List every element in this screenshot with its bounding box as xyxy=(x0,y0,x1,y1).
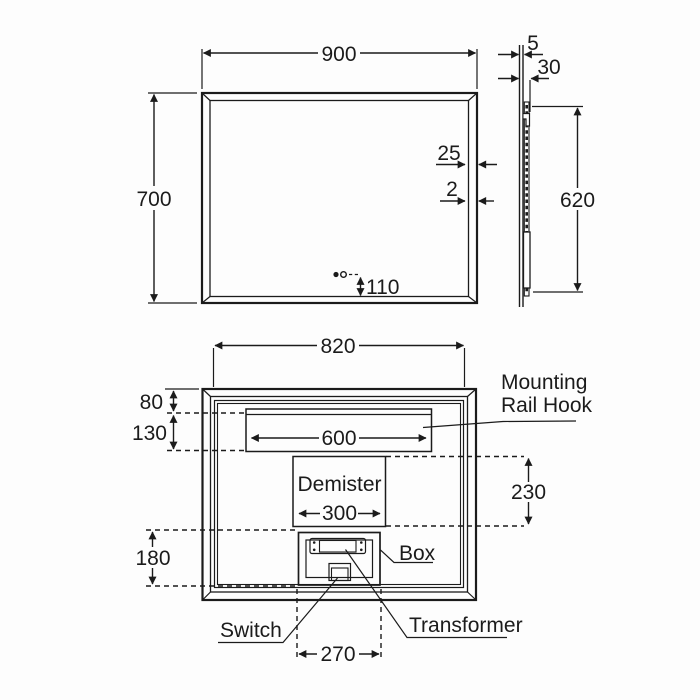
box-outline-inner xyxy=(305,539,374,579)
transformer-screw-icon xyxy=(360,541,363,544)
label-mounting-rail-hook: Mounting Rail Hook xyxy=(422,371,593,429)
demister: Demister 300 xyxy=(292,455,387,528)
dim-text-900: 900 xyxy=(321,43,356,66)
box-leader xyxy=(380,549,433,564)
transformer-body xyxy=(318,539,357,553)
transformer-screw-icon xyxy=(312,548,316,552)
dim-2: 2 xyxy=(440,178,494,205)
dim-25: 25 xyxy=(436,142,497,169)
dim-text-270: 270 xyxy=(320,643,355,666)
dim-180-gap xyxy=(136,547,170,568)
dim-620-gap xyxy=(559,188,596,210)
dim-text-620: 620 xyxy=(560,189,595,212)
dim-text-30: 30 xyxy=(537,56,560,79)
dim-900-gap xyxy=(318,42,360,63)
front-frame-outer xyxy=(200,91,479,305)
side-back-panel xyxy=(523,101,530,297)
mounting-rail-outline xyxy=(245,408,433,453)
extension-lines-620 xyxy=(532,105,583,293)
demister-label: Demister xyxy=(297,473,381,496)
switch-ring-icon xyxy=(340,271,348,279)
front-bevel-corners xyxy=(201,92,478,304)
transformer-outline xyxy=(309,537,367,555)
dim-700: 700 xyxy=(136,92,197,304)
extension-lines-900 xyxy=(201,49,478,89)
front-frame-bevel xyxy=(209,99,470,298)
dim-text-180: 180 xyxy=(135,547,170,570)
side-hook-profile xyxy=(523,112,531,127)
dim-700-gap xyxy=(138,186,170,210)
dim-text-700: 700 xyxy=(136,188,171,211)
side-box-profile xyxy=(522,231,531,289)
label-switch: Switch xyxy=(218,577,338,644)
dim-820: 820 xyxy=(212,335,466,387)
dim-80-130: 80 130 xyxy=(132,388,246,452)
mounting-rail-hook-leader xyxy=(422,420,577,429)
dim-text-600: 600 xyxy=(321,427,356,450)
dim-230-gap xyxy=(511,482,546,502)
transformer-screw-icon xyxy=(360,548,363,552)
dim-5: 5 xyxy=(498,32,543,59)
back-view: 600 820 80 130 Demister 300 xyxy=(132,335,593,666)
mounting-rail: 600 xyxy=(245,408,433,453)
dim-text-820: 820 xyxy=(320,335,355,358)
switch-label: Switch xyxy=(220,619,282,642)
dim-300-gap xyxy=(320,504,358,523)
dim-620: 620 xyxy=(532,105,596,293)
switch-dot-icon xyxy=(333,271,339,278)
back-frame-outer xyxy=(201,387,478,602)
transformer-label: Transformer xyxy=(409,614,523,637)
dim-180: 180 xyxy=(135,529,296,587)
transformer-screw-icon xyxy=(312,541,316,544)
electrical-box xyxy=(297,531,381,586)
dim-text-130: 130 xyxy=(132,422,167,445)
dim-600-gap xyxy=(319,428,359,447)
transformer-leader xyxy=(345,549,507,639)
dim-820-gap xyxy=(317,335,359,356)
box-label: Box xyxy=(399,542,436,565)
mounting-rail-hook-label-line2: Rail Hook xyxy=(501,394,593,417)
dim-900: 900 xyxy=(201,42,478,89)
back-bevel-corners xyxy=(202,388,477,601)
dim-text-5: 5 xyxy=(527,32,539,55)
extension-lines-820 xyxy=(212,348,466,387)
dim-text-230: 230 xyxy=(511,481,546,504)
mounting-rail-hook-label-line1: Mounting xyxy=(501,371,587,394)
switch-position-indicator: 110 xyxy=(333,271,399,299)
back-frame-bevel xyxy=(209,395,469,593)
front-view: 900 700 25 2 110 xyxy=(136,42,497,305)
dim-text-80: 80 xyxy=(140,391,163,414)
dim-270-gap xyxy=(317,644,359,664)
side-view: 5 30 620 xyxy=(498,32,596,307)
switch-body xyxy=(330,567,349,582)
dim-text-110: 110 xyxy=(366,276,399,299)
back-panel-outer xyxy=(213,399,465,589)
side-glass-profile xyxy=(518,45,524,307)
dim-text-2: 2 xyxy=(446,178,458,201)
box-outline-outer xyxy=(297,531,381,586)
label-transformer: Transformer xyxy=(345,549,523,639)
dim-text-25: 25 xyxy=(437,142,460,165)
dim-text-300: 300 xyxy=(322,502,357,525)
dim-30: 30 xyxy=(498,56,561,112)
dim-230: 230 xyxy=(386,455,546,527)
extension-lines-700 xyxy=(148,92,197,304)
label-box: Box xyxy=(380,542,436,565)
switch-leader xyxy=(218,577,338,644)
